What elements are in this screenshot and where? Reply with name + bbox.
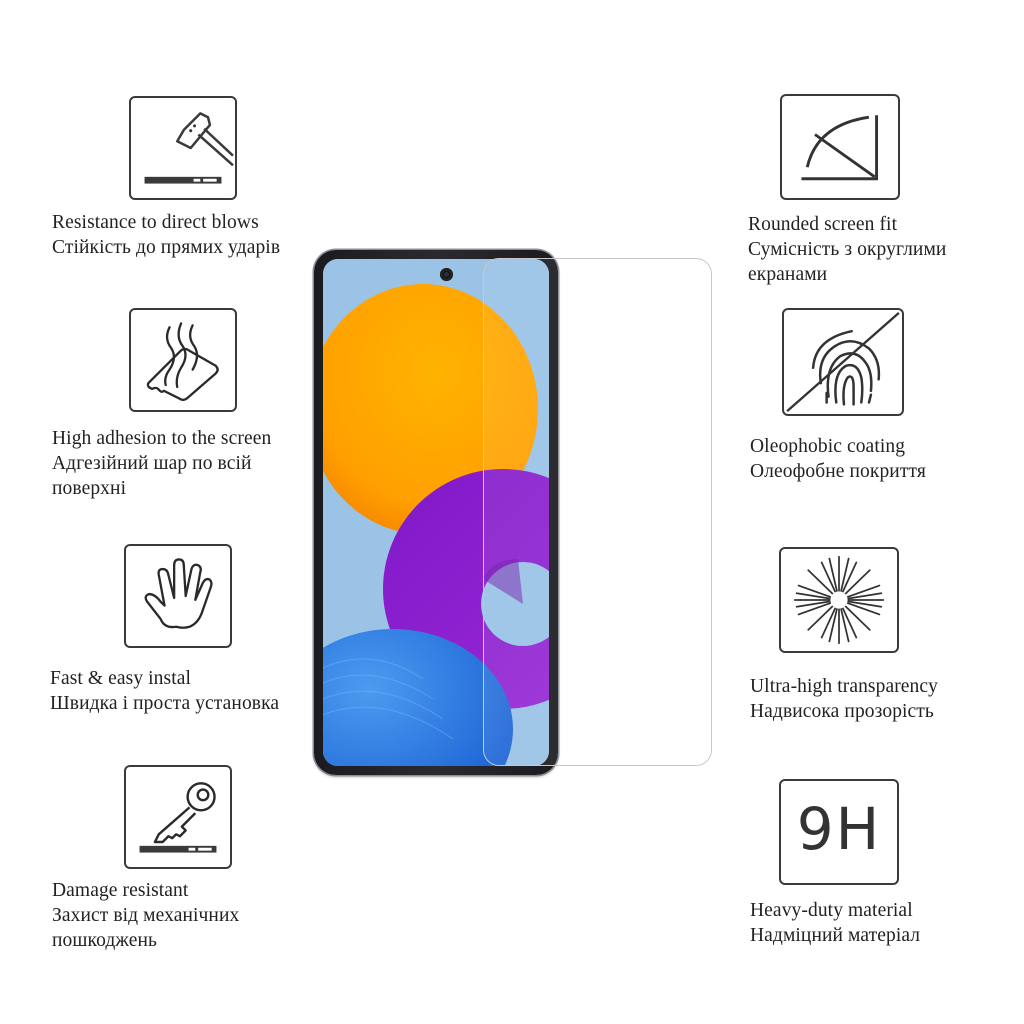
- feature-title-en: Heavy-duty material: [750, 900, 913, 921]
- key-scratch-icon: [124, 765, 232, 869]
- feature-title-ua-line1: Сумісність з округлими: [748, 239, 947, 260]
- feature-title-ua: Швидка і проста установка: [50, 693, 280, 714]
- feature-title-en: Rounded screen fit: [748, 214, 898, 235]
- rounded-corner-icon: [780, 94, 900, 200]
- feature-title-ua-line1: Захист від механічних: [52, 905, 240, 926]
- wallpaper-graphic: [323, 259, 549, 766]
- feature-title-en: Damage resistant: [52, 880, 189, 901]
- hardness-9h-text: 9H: [796, 795, 882, 863]
- front-camera: [440, 268, 453, 281]
- feature-title-en: Fast & easy instal: [50, 668, 191, 689]
- feature-title-en: Resistance to direct blows: [52, 212, 259, 233]
- feature-title-ua-line2: пошкоджень: [52, 930, 157, 951]
- starburst-icon: [779, 547, 899, 653]
- feature-title-ua: Надміцний матеріал: [750, 925, 921, 946]
- fingerprint-icon: [782, 308, 904, 416]
- feature-title-ua-line2: поверхні: [52, 478, 127, 499]
- screen-protector-glass: [483, 258, 712, 766]
- feature-title-en: Ultra-high transparency: [750, 676, 939, 697]
- feature-title-ua: Надвисока прозорість: [750, 701, 934, 722]
- phone-body: [314, 250, 558, 775]
- feature-title-ua-line1: Адгезійний шар по всій: [52, 453, 252, 474]
- feature-title-ua-line2: екранами: [748, 264, 828, 285]
- feature-title-ua: Стійкість до прямих ударів: [52, 237, 281, 258]
- adhesion-glass-icon: [129, 308, 237, 412]
- feature-title-ua: Олеофобне покриття: [750, 461, 926, 482]
- hammer-icon: [129, 96, 237, 200]
- hand-icon: [124, 544, 232, 648]
- feature-title-en: Oleophobic coating: [750, 436, 906, 457]
- feature-title-en: High adhesion to the screen: [52, 428, 272, 449]
- phone-screen: [323, 259, 549, 766]
- hardness-9h-icon: 9H: [779, 779, 899, 885]
